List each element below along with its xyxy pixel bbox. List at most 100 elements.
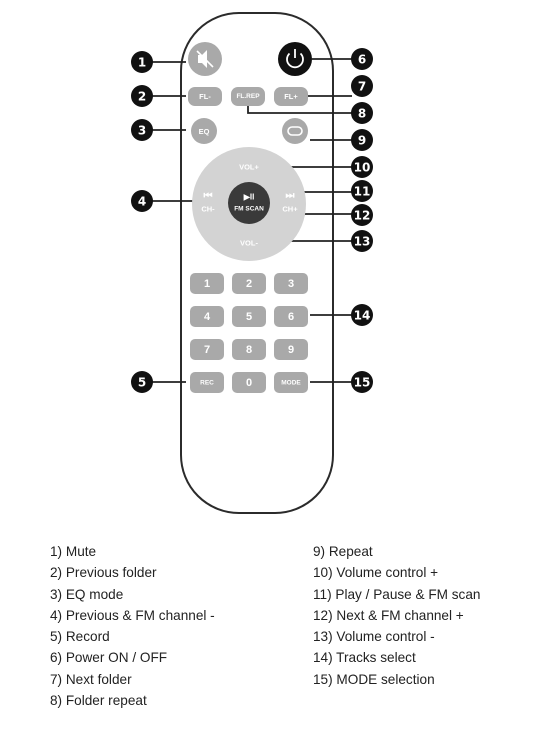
legend-item: 1) Mute xyxy=(50,544,97,559)
key-9[interactable]: 9 xyxy=(274,339,308,360)
legend-right: 9) Repeat 10) Volume control + 11) Play … xyxy=(313,541,480,690)
callout-7: 7 xyxy=(351,75,373,97)
key-5[interactable]: 5 xyxy=(232,306,266,327)
callout-15: 15 xyxy=(351,371,373,393)
mute-button[interactable] xyxy=(188,42,222,76)
folder-prev-button[interactable]: FL- xyxy=(188,87,222,106)
legend-item: 15) MODE selection xyxy=(313,671,435,687)
vol-plus-label[interactable]: VOL+ xyxy=(239,163,259,172)
callout-11: 11 xyxy=(351,180,373,202)
callout-13: 13 xyxy=(351,230,373,252)
callout-11-num: 11 xyxy=(354,185,371,199)
callout-14-num: 14 xyxy=(354,309,371,323)
repeat-icon xyxy=(287,126,303,136)
folder-repeat-button[interactable]: FL.REP xyxy=(231,87,265,106)
mute-icon xyxy=(196,50,214,68)
legend-item: 7) Next folder xyxy=(50,671,132,687)
callout-6: 6 xyxy=(351,48,373,70)
callout-15-num: 15 xyxy=(354,376,371,390)
power-button[interactable] xyxy=(278,42,312,76)
fm-scan-label: FM SCAN xyxy=(234,206,264,213)
legend-item: 6) Power ON / OFF xyxy=(50,650,168,666)
callout-7-num: 7 xyxy=(358,80,366,94)
callout-9-num: 9 xyxy=(358,134,366,148)
callout-13-num: 13 xyxy=(354,235,371,249)
prev-button[interactable]: ⏮ CH- xyxy=(201,191,215,214)
callout-5: 5 xyxy=(131,371,153,393)
key-3-label: 3 xyxy=(288,278,294,290)
callout-4-num: 4 xyxy=(138,195,146,209)
legend-item: 8) Folder repeat xyxy=(50,693,147,709)
eq-label: EQ xyxy=(199,127,210,136)
folder-prev-label: FL- xyxy=(199,92,211,101)
legend-item: 13) Volume control - xyxy=(313,629,435,645)
legend-left: 1) Mute 2) Previous folder 3) EQ mode 4)… xyxy=(50,541,215,711)
mode-label: MODE xyxy=(281,380,301,387)
key-1[interactable]: 1 xyxy=(190,273,224,294)
key-4[interactable]: 4 xyxy=(190,306,224,327)
callout-9: 9 xyxy=(351,129,373,151)
callout-2: 2 xyxy=(131,85,153,107)
key-5-label: 5 xyxy=(246,311,252,323)
ch-minus-label: CH- xyxy=(201,205,215,214)
legend-item: 4) Previous & FM channel - xyxy=(50,607,215,623)
key-1-label: 1 xyxy=(204,278,210,290)
callout-6-num: 6 xyxy=(358,53,366,67)
callout-8-num: 8 xyxy=(358,107,366,121)
leader-lines xyxy=(152,58,352,383)
legend-item: 12) Next & FM channel + xyxy=(313,607,464,623)
folder-next-label: FL+ xyxy=(284,92,298,101)
prev-icon: ⏮ xyxy=(204,191,213,202)
remote-diagram: FL- FL.REP FL+ EQ VOL+ VOL- ⏮ CH- ⏭ CH+ … xyxy=(131,12,373,514)
rec-label: REC xyxy=(200,380,214,387)
legend-item: 10) Volume control + xyxy=(313,565,439,581)
play-pause-button[interactable]: ▶II FM SCAN xyxy=(228,182,270,224)
legend-item: 14) Tracks select xyxy=(313,650,416,666)
ch-plus-label: CH+ xyxy=(282,205,298,214)
legend-item: 9) Repeat xyxy=(313,544,373,559)
key-3[interactable]: 3 xyxy=(274,273,308,294)
callout-10: 10 xyxy=(351,156,373,178)
keypad: 1 2 3 4 5 6 7 8 9 REC 0 MODE xyxy=(190,273,308,393)
key-2[interactable]: 2 xyxy=(232,273,266,294)
next-button[interactable]: ⏭ CH+ xyxy=(282,191,298,214)
key-0[interactable]: 0 xyxy=(232,372,266,393)
next-icon: ⏭ xyxy=(286,191,295,202)
legend-item: 5) Record xyxy=(50,629,110,645)
callouts: 1 2 3 4 5 6 7 8 9 10 11 12 13 14 15 xyxy=(131,48,373,393)
power-icon xyxy=(286,49,304,69)
vol-minus-label[interactable]: VOL- xyxy=(240,239,258,248)
key-4-label: 4 xyxy=(204,311,211,323)
key-8[interactable]: 8 xyxy=(232,339,266,360)
callout-2-num: 2 xyxy=(138,90,146,104)
callout-5-num: 5 xyxy=(138,376,146,390)
callout-1-num: 1 xyxy=(138,56,146,70)
callout-14: 14 xyxy=(351,304,373,326)
eq-button[interactable]: EQ xyxy=(191,118,217,144)
callout-3: 3 xyxy=(131,119,153,141)
callout-10-num: 10 xyxy=(354,161,371,175)
key-2-label: 2 xyxy=(246,278,252,290)
key-6[interactable]: 6 xyxy=(274,306,308,327)
folder-repeat-label: FL.REP xyxy=(236,93,260,100)
callout-1: 1 xyxy=(131,51,153,73)
callout-4: 4 xyxy=(131,190,153,212)
callout-12: 12 xyxy=(351,204,373,226)
rec-button[interactable]: REC xyxy=(190,372,224,393)
key-8-label: 8 xyxy=(246,344,252,356)
repeat-button[interactable] xyxy=(282,118,308,144)
legend-item: 3) EQ mode xyxy=(50,586,124,602)
legend-item: 11) Play / Pause & FM scan xyxy=(313,586,481,602)
key-7-label: 7 xyxy=(204,344,210,356)
key-9-label: 9 xyxy=(288,344,294,356)
callout-8: 8 xyxy=(351,102,373,124)
callout-3-num: 3 xyxy=(138,124,146,138)
key-6-label: 6 xyxy=(288,311,294,323)
folder-next-button[interactable]: FL+ xyxy=(274,87,308,106)
mode-button[interactable]: MODE xyxy=(274,372,308,393)
callout-12-num: 12 xyxy=(354,209,371,223)
key-7[interactable]: 7 xyxy=(190,339,224,360)
legend-item: 2) Previous folder xyxy=(50,565,157,581)
play-pause-icon: ▶II xyxy=(243,193,255,202)
key-0-label: 0 xyxy=(246,377,252,389)
